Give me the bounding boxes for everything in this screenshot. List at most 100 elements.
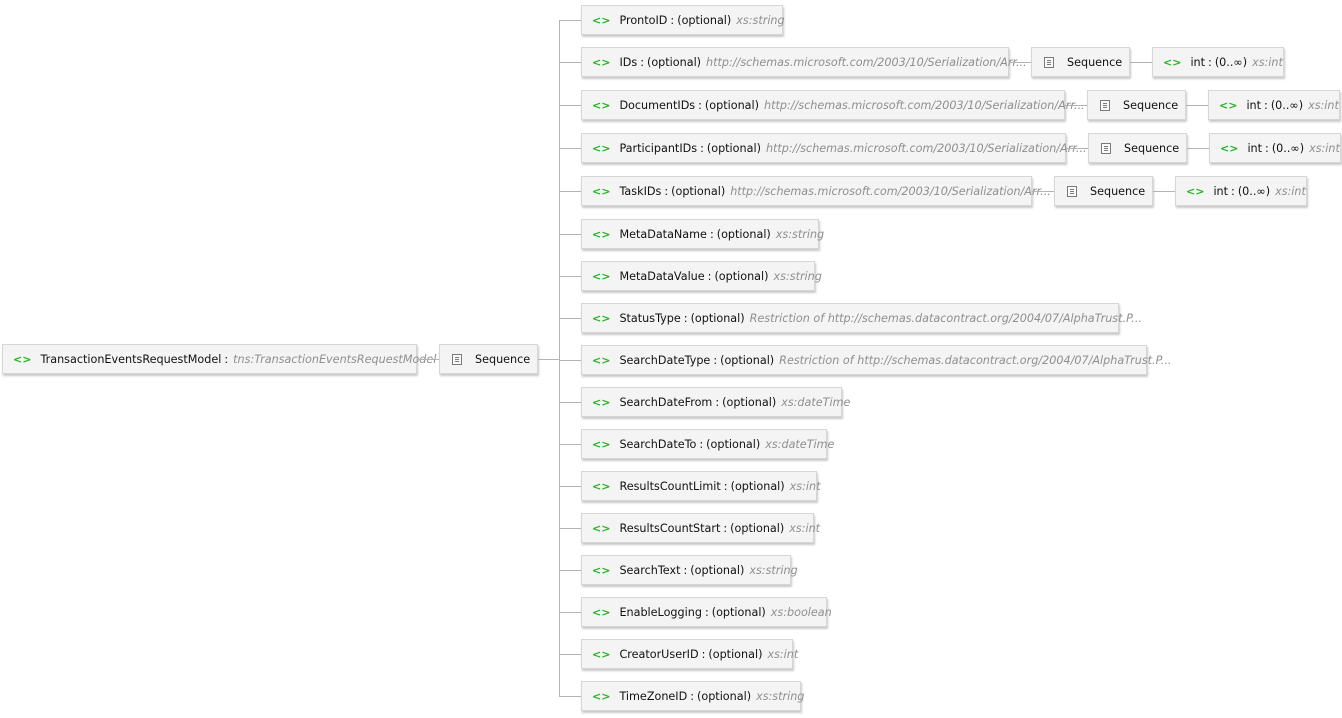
connector-line — [559, 612, 581, 613]
element-separator: : — [698, 98, 702, 112]
child-element-node[interactable]: <>MetaDataValue:(optional)xs:string — [581, 261, 822, 291]
element-type: xs:boolean — [770, 605, 832, 619]
array-item-node[interactable]: <>int:(0..∞)xs:int — [1209, 133, 1341, 163]
optional-label: (optional) — [690, 563, 745, 577]
child-element-node[interactable]: <>EnableLogging:(optional)xs:boolean — [581, 597, 832, 627]
optional-label: (optional) — [714, 269, 769, 283]
element-icon: <> — [592, 563, 611, 577]
connector-line — [1065, 105, 1087, 106]
child-element-node[interactable]: <>SearchText:(optional)xs:string — [581, 555, 798, 585]
child-element-node[interactable]: <>ParticipantIDs:(optional)http://schema… — [581, 133, 1087, 163]
element-icon: <> — [592, 184, 611, 198]
connector-line — [417, 359, 439, 360]
root-element-node[interactable]: <> TransactionEventsRequestModel : tns:T… — [2, 344, 436, 374]
optional-label: (optional) — [646, 55, 702, 69]
element-type: xs:string — [773, 269, 822, 283]
sequence-label: Sequence — [1123, 98, 1179, 112]
child-element-node[interactable]: <>ResultsCountLimit:(optional)xs:int — [581, 471, 820, 501]
child-element-node[interactable]: <>ProntoID:(optional)xs:string — [581, 5, 785, 35]
connector-line — [1186, 105, 1208, 106]
child-element-node[interactable]: <>SearchDateTo:(optional)xs:dateTime — [581, 429, 834, 459]
item-type: xs:int — [1275, 184, 1306, 198]
optional-label: (optional) — [706, 141, 761, 155]
nested-sequence-node[interactable]: Sequence — [1054, 176, 1153, 206]
element-type: xs:int — [789, 479, 821, 493]
child-element-node[interactable]: <>MetaDataName:(optional)xs:string — [581, 219, 824, 249]
element-separator: : — [683, 563, 688, 577]
connector-line — [559, 318, 581, 319]
array-item-node[interactable]: <>int:(0..∞)xs:int — [1152, 47, 1284, 77]
element-icon: <> — [1220, 141, 1239, 155]
connector-line — [559, 402, 581, 403]
optional-label: (optional) — [730, 521, 785, 535]
element-name: TimeZoneID — [619, 689, 688, 703]
optional-label: (optional) — [708, 647, 763, 661]
sequence-icon — [1100, 99, 1110, 111]
child-element-node[interactable]: <>IDs:(optional)http://schemas.microsoft… — [581, 47, 1027, 77]
root-element-name: TransactionEventsRequestModel — [40, 352, 222, 366]
connector-line — [559, 20, 581, 21]
optional-label: (optional) — [706, 437, 761, 451]
child-element-node[interactable]: <>StatusType:(optional)Restriction of ht… — [581, 303, 1142, 333]
sequence-label: Sequence — [475, 352, 531, 366]
optional-label: (optional) — [722, 395, 777, 409]
element-separator: : — [683, 311, 688, 325]
element-name: ResultsCountStart — [619, 521, 721, 535]
optional-label: (optional) — [697, 689, 752, 703]
element-name: SearchDateType — [619, 353, 711, 367]
element-type: xs:string — [775, 227, 825, 241]
element-icon: <> — [592, 13, 611, 27]
child-element-node[interactable]: <>ResultsCountStart:(optional)xs:int — [581, 513, 820, 543]
root-element-separator: : — [224, 352, 229, 366]
optional-label: (optional) — [720, 353, 775, 367]
item-separator: : — [1208, 55, 1212, 69]
array-item-node[interactable]: <>int:(0..∞)xs:int — [1208, 90, 1340, 120]
element-separator: : — [700, 141, 704, 155]
element-type: http://schemas.microsoft.com/2003/10/Ser… — [730, 184, 1051, 198]
connector-line — [1153, 191, 1175, 192]
element-icon: <> — [592, 395, 611, 409]
optional-label: (optional) — [716, 227, 771, 241]
element-separator: : — [713, 353, 718, 367]
element-type: http://schemas.microsoft.com/2003/10/Ser… — [706, 55, 1027, 69]
connector-line — [1009, 62, 1031, 63]
connector-line — [559, 444, 581, 445]
optional-label: (optional) — [671, 184, 726, 198]
array-item-node[interactable]: <>int:(0..∞)xs:int — [1175, 176, 1307, 206]
item-type: xs:int — [1309, 141, 1340, 155]
element-icon: <> — [1163, 55, 1182, 69]
child-element-node[interactable]: <>CreatorUserID:(optional)xs:int — [581, 639, 798, 669]
element-type: Restriction of http://schemas.datacontra… — [779, 353, 1172, 367]
element-icon: <> — [1219, 98, 1238, 112]
child-element-node[interactable]: <> SearchDateType:(optional) Restriction o… — [581, 345, 1171, 375]
connector-line — [559, 276, 581, 277]
element-separator: : — [699, 437, 704, 451]
element-type: xs:string — [749, 563, 798, 577]
element-type: Restriction of http://schemas.datacontra… — [749, 311, 1142, 325]
connector-line — [559, 148, 581, 149]
nested-sequence-node[interactable]: Sequence — [1031, 47, 1130, 77]
child-element-node[interactable]: <>TaskIDs:(optional)http://schemas.micro… — [581, 176, 1051, 206]
child-element-node[interactable]: <>TimeZoneID:(optional)xs:string — [581, 681, 804, 711]
optional-label: (optional) — [711, 605, 766, 619]
connector-line — [1130, 62, 1152, 63]
element-icon: <> — [592, 521, 611, 535]
child-element-node[interactable]: <>SearchDateFrom:(optional)xs:dateTime — [581, 387, 850, 417]
element-icon: <> — [592, 647, 611, 661]
element-icon: <> — [592, 353, 611, 367]
connector-line — [559, 654, 581, 655]
element-type: http://schemas.microsoft.com/2003/10/Ser… — [765, 141, 1087, 155]
child-element-node[interactable]: <>DocumentIDs:(optional)http://schemas.m… — [581, 90, 1085, 120]
element-type: xs:int — [767, 647, 799, 661]
element-separator: : — [715, 395, 720, 409]
nested-sequence-node[interactable]: Sequence — [1087, 90, 1186, 120]
element-name: DocumentIDs — [619, 98, 696, 112]
sequence-icon — [452, 353, 462, 365]
element-icon: <> — [1186, 184, 1205, 198]
connector-line — [559, 696, 581, 697]
item-separator: : — [1264, 98, 1268, 112]
root-sequence-node[interactable]: Sequence — [439, 344, 538, 374]
element-name: IDs — [619, 55, 638, 69]
element-separator: : — [690, 689, 694, 703]
nested-sequence-node[interactable]: Sequence — [1088, 133, 1187, 163]
